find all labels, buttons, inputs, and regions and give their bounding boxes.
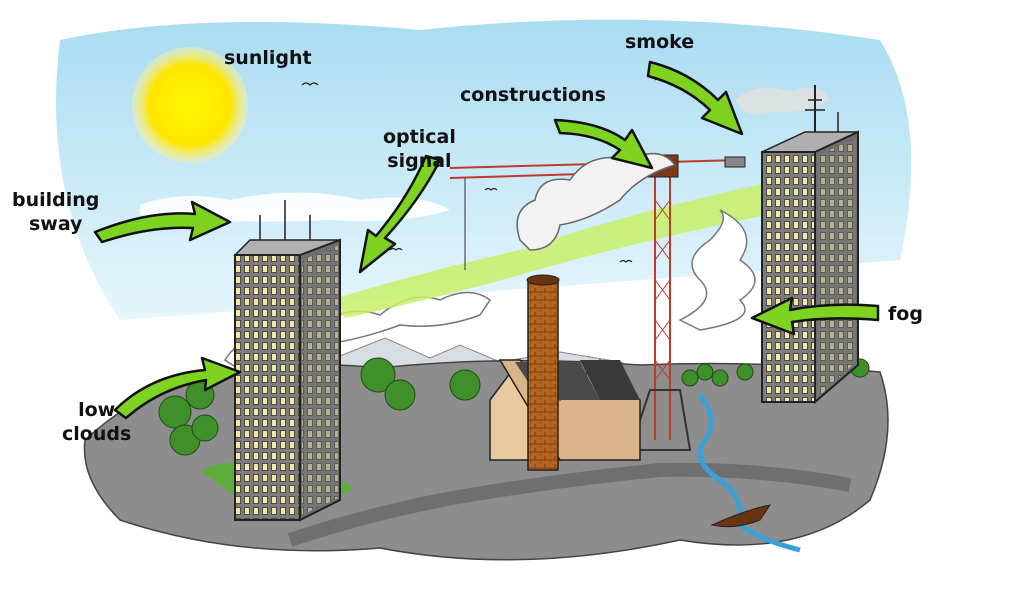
arrows <box>93 60 880 420</box>
arrow-building-sway <box>93 200 232 244</box>
arrow-constructions <box>553 118 654 170</box>
chimney <box>527 279 559 471</box>
left-building <box>233 200 342 522</box>
crane-counterweight <box>724 156 746 168</box>
label-building-sway: building sway <box>12 189 100 235</box>
arrow-optical-signal <box>358 154 442 274</box>
label-sunlight: sunlight <box>224 47 312 69</box>
arrow-fog <box>750 296 880 336</box>
bridge <box>710 504 772 528</box>
label-constructions: constructions <box>460 84 606 106</box>
fog <box>678 209 756 331</box>
chimney-top <box>526 274 560 286</box>
river <box>697 393 801 553</box>
label-low-clouds: low clouds <box>62 399 132 445</box>
optical-signal-beam <box>330 180 790 318</box>
right-building <box>761 85 859 405</box>
arrow-smoke <box>646 60 744 136</box>
smoke-right <box>735 87 830 115</box>
label-fog: fog <box>888 303 923 325</box>
smoke-cloud <box>516 152 677 251</box>
sun <box>132 47 248 163</box>
label-smoke: smoke <box>625 31 695 53</box>
label-optical-signal: optical signal <box>383 126 456 172</box>
factory <box>489 358 641 461</box>
crane-base <box>628 389 692 451</box>
arrow-low-clouds <box>113 356 242 420</box>
road <box>287 462 852 547</box>
